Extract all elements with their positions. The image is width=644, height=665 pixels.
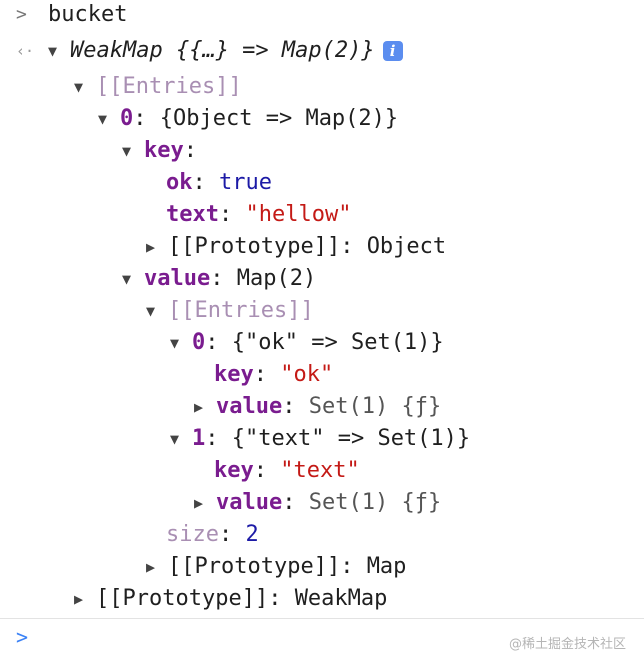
key-label: key (214, 362, 254, 387)
prototype-key: [[Prototype]] (168, 234, 341, 259)
tree-row-value[interactable]: ▼value: Map(2) (122, 264, 316, 294)
property-key: text (166, 202, 219, 227)
entry-preview: {"text" => Set(1)} (231, 426, 471, 451)
tree-row-entries[interactable]: ▼ [[Entries]] (74, 72, 242, 102)
entries-label: [[Entries]] (168, 298, 314, 323)
prototype-key: [[Prototype]] (168, 554, 341, 579)
weakmap-root-label: WeakMap {{…} => Map(2)} (70, 38, 375, 63)
prototype-value: Object (366, 234, 447, 259)
entry-index: 0 (192, 330, 206, 355)
tree-row-inner1-value[interactable]: ▶value: Set(1) {ƒ} (194, 488, 441, 518)
size-value: 2 (245, 522, 259, 547)
value-label: value (216, 490, 283, 515)
expand-arrow-icon[interactable]: ▼ (170, 430, 180, 448)
prototype-key: [[Prototype]] (96, 586, 269, 611)
entry-index: 1 (192, 426, 206, 451)
collapse-arrow-icon[interactable]: ▶ (146, 238, 156, 256)
property-key: ok (166, 170, 193, 195)
tree-row-ok: ok: true (166, 170, 272, 195)
tree-row-size: size: 2 (166, 522, 259, 547)
entry-preview: {Object => Map(2)} (159, 106, 399, 131)
size-key: size (166, 522, 219, 547)
property-value: true (219, 170, 272, 195)
tree-row-inner0-value[interactable]: ▶value: Set(1) {ƒ} (194, 392, 441, 422)
expand-arrow-icon[interactable]: ▼ (48, 42, 58, 60)
expand-arrow-icon[interactable]: ▼ (74, 78, 84, 96)
key-value: "ok" (280, 362, 334, 387)
tree-row-inner-entries[interactable]: ▼ [[Entries]] (146, 296, 314, 326)
tree-row-inner1-key: key: "text" (214, 458, 360, 483)
key-label: key (144, 138, 184, 163)
entry-preview: {"ok" => Set(1)} (231, 330, 444, 355)
value-label: value (144, 266, 211, 291)
tree-row-weakmap-prototype[interactable]: ▶[[Prototype]]: WeakMap (74, 584, 387, 614)
tree-row-inner-entry-1[interactable]: ▼1: {"text" => Set(1)} (170, 424, 470, 454)
tree-row-entry-0[interactable]: ▼0: {Object => Map(2)} (98, 104, 398, 134)
input-prompt-icon: > (16, 4, 27, 25)
collapse-arrow-icon[interactable]: ▶ (146, 558, 156, 576)
collapse-arrow-icon[interactable]: ▶ (194, 494, 204, 512)
expand-arrow-icon[interactable]: ▼ (170, 334, 180, 352)
input-command-text: bucket (48, 2, 128, 27)
tree-row-inner-entry-0[interactable]: ▼0: {"ok" => Set(1)} (170, 328, 444, 358)
prototype-value: WeakMap (294, 586, 388, 611)
tree-row-map-prototype[interactable]: ▶[[Prototype]]: Map (146, 552, 406, 582)
prompt-chevron-icon: > (16, 625, 29, 649)
value-label: value (216, 394, 283, 419)
value-preview: Set(1) {ƒ} (308, 490, 442, 515)
tree-row-inner0-key: key: "ok" (214, 362, 334, 387)
prototype-value: Map (366, 554, 407, 579)
expand-arrow-icon[interactable]: ▼ (146, 302, 156, 320)
entries-label: [[Entries]] (96, 74, 242, 99)
console-input-bar[interactable]: > @稀土掘金技术社区 (0, 618, 644, 665)
key-label: key (214, 458, 254, 483)
entry-index: 0 (120, 106, 134, 131)
expand-arrow-icon[interactable]: ▼ (98, 110, 108, 128)
tree-row-key[interactable]: ▼key: (122, 136, 197, 166)
info-icon[interactable]: i (382, 41, 403, 61)
key-value: "text" (280, 458, 360, 483)
value-preview: Set(1) {ƒ} (308, 394, 442, 419)
tree-row-key-prototype[interactable]: ▶[[Prototype]]: Object (146, 232, 446, 262)
expand-arrow-icon[interactable]: ▼ (122, 270, 132, 288)
tree-row-text: text: "hellow" (166, 202, 352, 227)
collapse-arrow-icon[interactable]: ▶ (74, 590, 84, 608)
watermark: @稀土掘金技术社区 (508, 637, 626, 652)
expand-arrow-icon[interactable]: ▼ (122, 142, 132, 160)
property-value: "hellow" (245, 202, 352, 227)
value-preview: Map(2) (236, 266, 317, 291)
output-prompt-icon: ‹· (16, 42, 35, 60)
collapse-arrow-icon[interactable]: ▶ (194, 398, 204, 416)
